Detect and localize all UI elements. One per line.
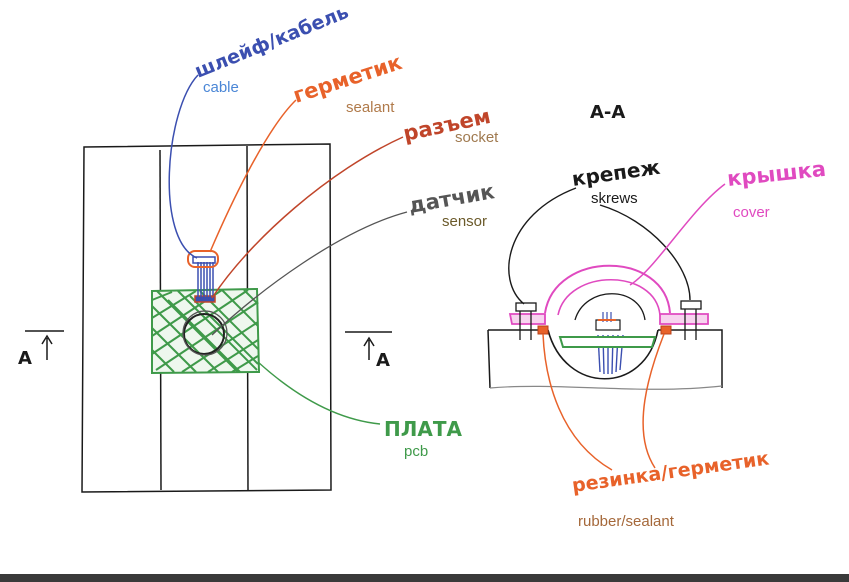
plan-view xyxy=(25,74,408,493)
rubber-leader-right xyxy=(642,333,665,469)
section-marker-left xyxy=(25,330,64,360)
screws-leader-right xyxy=(599,204,691,301)
section-marker-left-label: A xyxy=(18,348,32,369)
rubber-label-en: rubber/sealant xyxy=(578,513,675,530)
sensor-label-en: sensor xyxy=(442,213,487,230)
cover-dome xyxy=(544,264,671,314)
cavity xyxy=(547,329,659,380)
section-pcb xyxy=(558,336,657,348)
sealant-label-en: sealant xyxy=(346,99,395,116)
screw-right xyxy=(680,300,702,340)
section-title: A-A xyxy=(590,102,625,123)
socket-rect xyxy=(194,295,216,303)
socket-leader xyxy=(211,136,404,299)
sensor-leader xyxy=(211,211,408,336)
screws-label-en: skrews xyxy=(591,190,638,207)
cable-label-ru: шлейф/кабель xyxy=(192,1,352,83)
bottom-bar xyxy=(0,574,849,582)
cable-label-en: cable xyxy=(203,79,239,96)
section-marker-right xyxy=(345,331,392,360)
board-outline xyxy=(81,143,332,493)
rubber-label-ru: резинка/герметик xyxy=(571,448,771,497)
pcb-label-en: pcb xyxy=(404,443,428,460)
rubber-pad-left xyxy=(537,325,549,335)
cable-leader xyxy=(168,74,199,259)
cover-label-en: cover xyxy=(733,204,770,221)
screws-leader-left xyxy=(508,187,577,305)
section-marker-right-label: A xyxy=(376,350,390,371)
section-view xyxy=(487,183,726,471)
sensor-circle xyxy=(183,313,225,355)
labels: шлейф/кабель cable герметик sealant разъ… xyxy=(18,1,827,530)
cover-leader xyxy=(629,183,726,286)
sealant-blob xyxy=(187,250,219,268)
pcb-leader xyxy=(257,361,381,425)
cover-flange xyxy=(508,313,709,325)
screws-label-ru: крепеж xyxy=(570,155,661,191)
pcb-label-ru: ПЛАТА xyxy=(384,417,462,441)
cover-label-ru: крышка xyxy=(726,157,827,191)
rubber-leader-left xyxy=(542,333,613,471)
screw-left xyxy=(515,302,537,340)
sealant-leader xyxy=(209,99,297,253)
socket-label-en: socket xyxy=(455,129,499,146)
rubber-pad-right xyxy=(660,325,672,335)
